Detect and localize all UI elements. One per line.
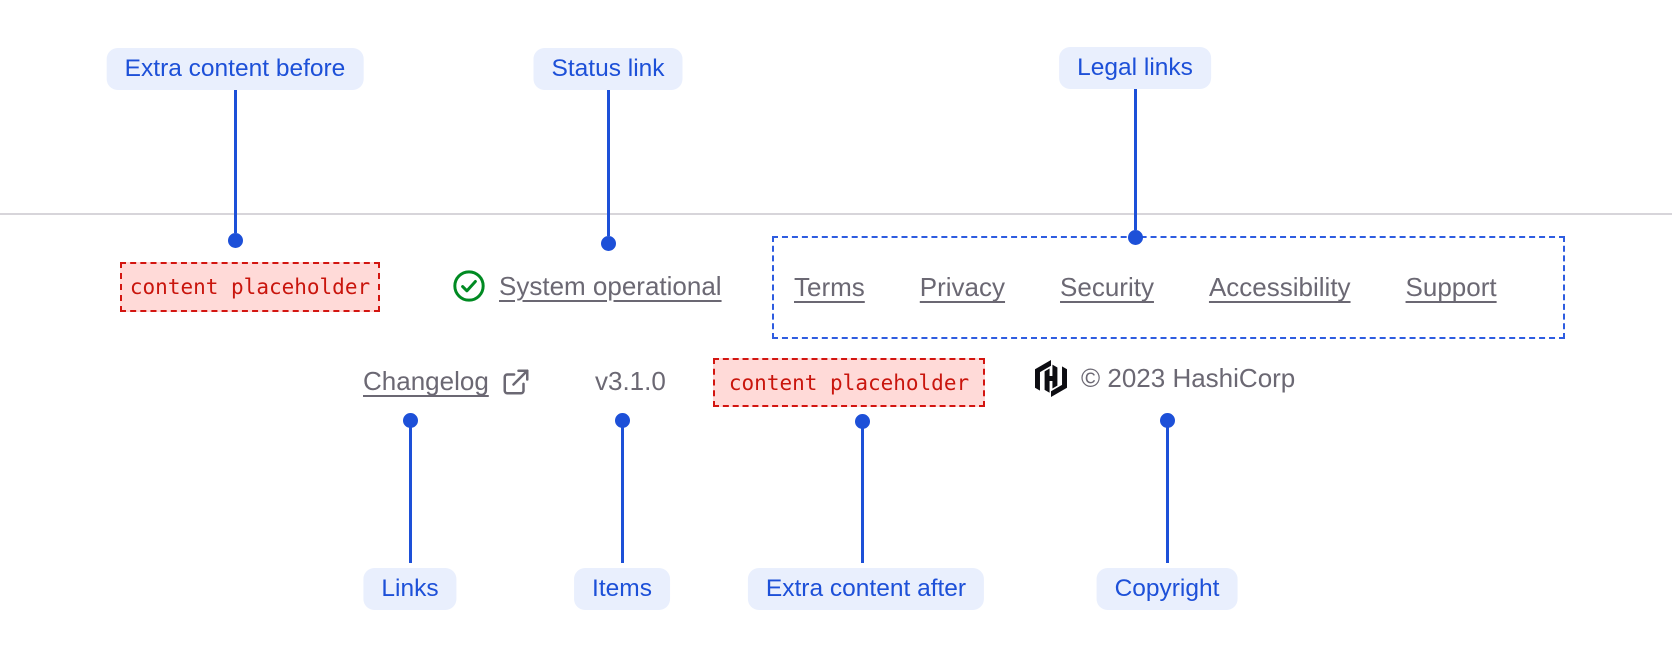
callout-extra-content-after: Extra content after xyxy=(747,568,985,610)
callout-dot xyxy=(614,412,630,428)
callout-line xyxy=(408,427,412,563)
changelog-link[interactable]: Changelog xyxy=(363,366,531,397)
copyright-text: © 2023 HashiCorp xyxy=(1081,363,1296,393)
changelog-link-label: Changelog xyxy=(363,366,489,396)
callout-copyright: Copyright xyxy=(1096,568,1238,610)
callout-line xyxy=(620,427,624,563)
copyright: © 2023 HashiCorp xyxy=(1035,360,1295,397)
callout-items: Items xyxy=(574,568,670,610)
callout-line xyxy=(860,428,864,563)
callout-dot xyxy=(1159,412,1175,428)
callout-status-link: Status link xyxy=(533,48,683,90)
check-circle-icon xyxy=(452,269,486,303)
status-link[interactable]: System operational xyxy=(452,269,722,303)
callout-dot xyxy=(600,235,616,251)
callout-links: Links xyxy=(363,568,457,610)
callout-dot xyxy=(854,413,870,429)
callout-line xyxy=(1133,89,1137,230)
callout-line xyxy=(1165,427,1169,563)
legal-link-terms[interactable]: Terms xyxy=(794,272,865,302)
status-link-label: System operational xyxy=(499,270,722,301)
callout-line xyxy=(606,90,610,236)
hashicorp-logo-icon xyxy=(1035,360,1067,397)
version-item: v3.1.0 xyxy=(595,366,666,396)
callout-legal-links: Legal links xyxy=(1059,47,1211,89)
legal-link-support[interactable]: Support xyxy=(1405,272,1497,302)
callout-line xyxy=(233,90,237,233)
legal-link-privacy[interactable]: Privacy xyxy=(919,272,1006,302)
callout-dot xyxy=(1127,229,1143,245)
legal-link-security[interactable]: Security xyxy=(1060,272,1154,302)
external-link-icon xyxy=(501,367,531,397)
callout-extra-content-before: Extra content before xyxy=(106,48,364,90)
extra-content-before-placeholder: content placeholder xyxy=(120,262,380,312)
extra-content-after-placeholder: content placeholder xyxy=(713,358,985,407)
legal-links-region: Terms Privacy Security Accessibility Sup… xyxy=(772,236,1565,339)
callout-dot xyxy=(402,412,418,428)
legal-link-accessibility[interactable]: Accessibility xyxy=(1208,272,1351,302)
callout-dot xyxy=(227,232,243,248)
footer-top-border xyxy=(0,213,1672,215)
